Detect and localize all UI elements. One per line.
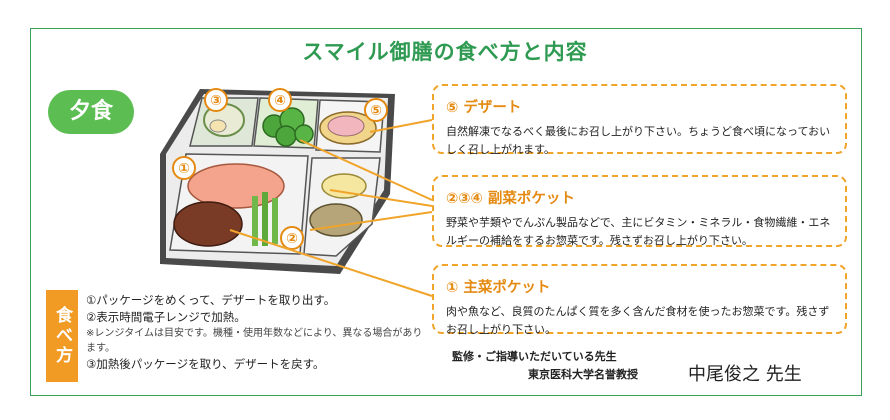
section-side-heading: ②③④ 副菜ポケット	[446, 191, 575, 207]
tray-number-4: ④	[274, 93, 286, 109]
section-main-heading: ① 主菜ポケット	[446, 280, 551, 296]
step-note: ※レンジタイムは目安です。機種・使用年数などにより、異なる場合があります。	[86, 328, 423, 354]
step-1: ①パッケージをめくって、デザートを取り出す。	[86, 293, 336, 307]
section-main-dish: ① 主菜ポケット 肉や魚など、良質のたんぱく質を多く含んだ食材を使ったお惣菜です…	[432, 264, 847, 336]
how-to-eat-label: 食べ方	[46, 290, 78, 382]
content-frame	[30, 28, 862, 396]
tray-number-5: ⑤	[370, 103, 382, 119]
section-dessert: ⑤ デザート 自然解凍でなるべく最後にお召し上がり下さい。ちょうど食べ頃になって…	[432, 84, 847, 156]
page-title: スマイル御膳の食べ方と内容	[302, 40, 588, 64]
section-side-dishes: ②③④ 副菜ポケット 野菜や芋類やでんぷん製品などで、主にビタミン・ミネラル・食…	[432, 175, 847, 247]
section-main-body: 肉や魚など、良質のたんぱく質を多く含んだ食材を使ったお惣菜です。残さずお召し上が…	[446, 305, 830, 336]
supervisor-name: 中尾俊之 先生	[688, 364, 802, 385]
supervisor-label: 監修・ご指導いただいている先生	[452, 350, 617, 363]
tray-number-1: ①	[178, 161, 190, 177]
section-dessert-heading: ⑤ デザート	[446, 100, 522, 116]
tray-number-2: ②	[286, 231, 298, 247]
tray-number-3: ③	[210, 93, 222, 109]
step-3: ③加熱後パッケージを取り、デザートを戻す。	[86, 357, 325, 371]
section-dessert-body: 自然解凍でなるべく最後にお召し上がり下さい。ちょうど食べ頃になっておいしく召し上…	[446, 125, 831, 156]
how-to-eat-steps: ①パッケージをめくって、デザートを取り出す。 ②表示時間電子レンジで加熱。 ※レ…	[86, 292, 426, 373]
section-side-body: 野菜や芋類やでんぷん製品などで、主にビタミン・ミネラル・食物繊維・エネルギーの補…	[446, 216, 831, 247]
supervisor-affiliation: 東京医科大学名誉教授	[528, 368, 638, 381]
step-2: ②表示時間電子レンジで加熱。	[86, 310, 246, 324]
meal-badge: 夕食	[48, 90, 134, 134]
bento-tray-illustration: ③ ④ ⑤ ① ②	[160, 88, 395, 274]
